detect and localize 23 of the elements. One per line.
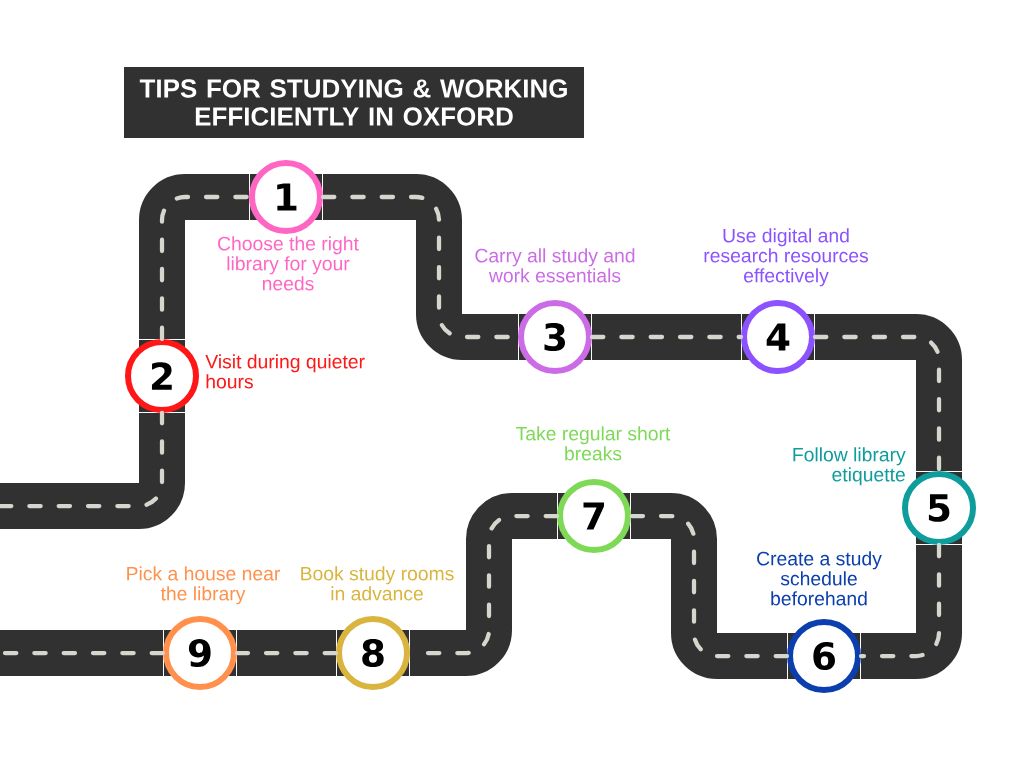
node-label: 6 — [813, 641, 835, 671]
tip-text: Choose the right library for your needs — [218, 236, 359, 291]
node-label: 5 — [928, 494, 950, 522]
road — [234, 630, 339, 676]
road — [407, 493, 560, 676]
road — [0, 630, 166, 676]
tip-text: Book study rooms in advance — [301, 566, 454, 601]
title-banner: TIPS FOR STUDYING & WORKING EFFICIENTLY IN OXFORD — [124, 67, 584, 138]
road — [812, 314, 962, 474]
tip-text: Use digital and research resources effectively — [704, 228, 868, 287]
node-label: 8 — [362, 638, 384, 668]
road — [0, 410, 185, 529]
tip-text: Take regular short breaks — [516, 426, 671, 461]
tip-text: Carry all study and work essentials — [475, 248, 635, 283]
node-label: 9 — [188, 638, 211, 668]
road — [320, 174, 521, 360]
road — [628, 493, 790, 679]
road — [139, 174, 252, 342]
road — [858, 542, 962, 679]
tip-text: Pick a house near the library — [127, 566, 281, 605]
road — [589, 314, 744, 360]
tip-text: Create a study schedule beforehand — [757, 551, 882, 606]
tip-text: Visit during quieter hours — [205, 354, 365, 389]
